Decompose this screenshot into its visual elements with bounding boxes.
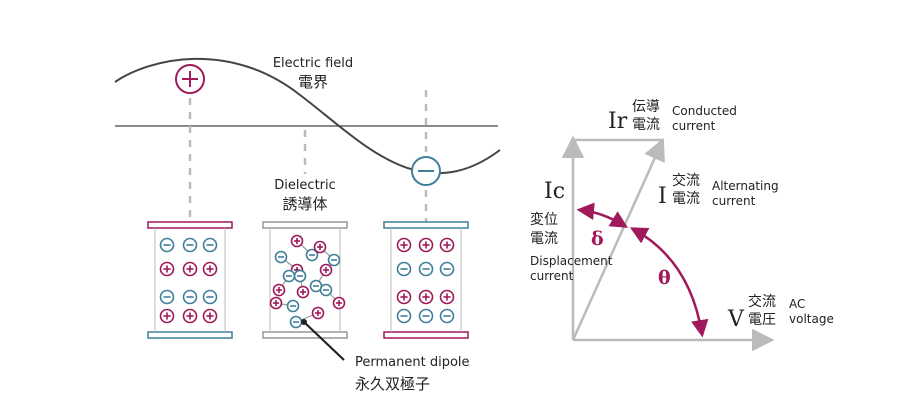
negative-charge-icon: [396, 261, 412, 277]
negative-charge-icon: [202, 289, 218, 305]
capacitor-middle: [262, 221, 348, 339]
dipole: [289, 306, 325, 329]
positive-charge-icon: [296, 285, 310, 299]
dipole: [269, 296, 300, 313]
negative-charge-icon: [293, 269, 307, 283]
v-en-line1: AC: [789, 297, 805, 311]
i-jp-line1: 交流: [672, 172, 700, 189]
alternating-current-vector: [571, 137, 665, 341]
dipole: [293, 269, 310, 299]
i-symbol: I: [658, 184, 667, 209]
negative-charge-icon: [202, 237, 218, 253]
ic-symbol: Ic: [544, 179, 565, 204]
electric-field-label: Electric field: [273, 56, 353, 71]
negative-field-icon: [411, 156, 441, 186]
positive-charge-icon: [418, 289, 434, 305]
positive-charge-icon: [290, 234, 304, 248]
negative-charge-icon: [282, 269, 296, 283]
ir-en-line1: Conducted: [672, 104, 737, 118]
capacitor-left: [147, 221, 233, 339]
theta-symbol: θ: [658, 267, 671, 289]
i-en-line2: current: [712, 194, 756, 208]
i-jp-line2: 電流: [672, 191, 700, 207]
v-en-line2: voltage: [789, 312, 834, 326]
ir-symbol: Ir: [608, 109, 628, 134]
delta-arc: [576, 202, 628, 228]
ir-en-line2: current: [672, 119, 716, 133]
permanent-dipole-label-jp: 永久双極子: [355, 375, 430, 393]
negative-charge-icon: [305, 248, 319, 262]
v-jp-line1: 交流: [748, 293, 776, 310]
positive-charge-icon: [182, 308, 198, 324]
dipole: [272, 269, 296, 297]
dielectric-label: Dielectric: [274, 178, 336, 193]
dipole: [319, 283, 346, 310]
i-en-line1: Alternating: [712, 179, 779, 193]
theta-arc: [629, 227, 709, 338]
negative-charge-icon: [439, 308, 455, 324]
negative-charge-icon: [274, 250, 288, 264]
v-jp-line2: 電圧: [748, 312, 776, 328]
ic-jp-line2: 電流: [530, 231, 558, 247]
electric-field-label-jp: 電界: [298, 73, 328, 91]
positive-charge-icon: [396, 237, 412, 253]
negative-charge-icon: [182, 289, 198, 305]
positive-charge-icon: [159, 308, 175, 324]
negative-charge-icon: [289, 315, 303, 329]
negative-charge-icon: [439, 261, 455, 277]
negative-charge-icon: [396, 308, 412, 324]
positive-charge-icon: [332, 296, 346, 310]
negative-charge-icon: [159, 237, 175, 253]
positive-charge-icon: [311, 306, 325, 320]
ir-jp-line1: 伝導: [632, 99, 660, 115]
positive-charge-icon: [313, 240, 327, 254]
delta-symbol: δ: [591, 228, 604, 250]
ic-jp-line1: 変位: [530, 211, 558, 228]
positive-charge-icon: [202, 261, 218, 277]
positive-charge-icon: [439, 237, 455, 253]
positive-charge-icon: [269, 296, 283, 310]
positive-charge-icon: [272, 283, 286, 297]
negative-charge-icon: [286, 299, 300, 313]
capacitor-right: [383, 221, 469, 339]
positive-charge-icon: [182, 261, 198, 277]
ir-jp-line2: 電流: [632, 117, 660, 133]
dipole: [313, 240, 341, 267]
positive-charge-icon: [202, 308, 218, 324]
v-symbol: V: [727, 307, 745, 332]
dipole-pointer: [301, 319, 345, 361]
permanent-dipole-label: Permanent dipole: [355, 355, 470, 370]
positive-charge-icon: [319, 263, 333, 277]
ic-en-line2: current: [530, 269, 574, 283]
phasor-diagram: [561, 135, 775, 352]
positive-charge-icon: [439, 289, 455, 305]
negative-charge-icon: [159, 289, 175, 305]
negative-charge-icon: [418, 308, 434, 324]
negative-charge-icon: [319, 283, 333, 297]
negative-charge-icon: [182, 237, 198, 253]
positive-field-icon: [175, 64, 205, 94]
dipole: [290, 234, 319, 262]
positive-charge-icon: [396, 289, 412, 305]
negative-charge-icon: [327, 253, 341, 267]
ic-en-line1: Displacement: [530, 254, 613, 268]
dielectric-label-jp: 誘導体: [282, 195, 327, 213]
positive-charge-icon: [418, 237, 434, 253]
negative-charge-icon: [418, 261, 434, 277]
positive-charge-icon: [159, 261, 175, 277]
guide-lines: [188, 90, 428, 222]
